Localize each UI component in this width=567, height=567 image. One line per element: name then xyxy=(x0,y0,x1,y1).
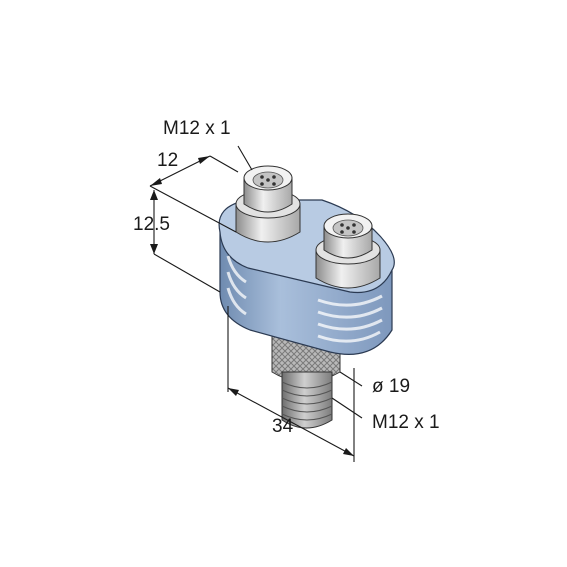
label-height-top: 12.5 xyxy=(133,214,170,235)
label-width-top: 12 xyxy=(157,150,178,171)
label-length-bottom: 34 xyxy=(272,416,294,437)
label-diameter: ø 19 xyxy=(372,376,410,397)
thread-lines xyxy=(281,381,333,421)
dimension-labels: M12 x 1 12 12.5 ø 19 34 M12 x 1 xyxy=(133,118,440,437)
label-thread-top: M12 x 1 xyxy=(163,118,231,139)
left-socket-pins xyxy=(260,175,276,186)
body-grip-grooves xyxy=(226,255,383,343)
label-thread-bottom: M12 x 1 xyxy=(372,412,440,433)
top-left-connector xyxy=(235,165,301,243)
dimension-lines xyxy=(149,145,363,462)
right-socket-pins xyxy=(340,223,356,234)
top-right-connector xyxy=(315,213,381,289)
